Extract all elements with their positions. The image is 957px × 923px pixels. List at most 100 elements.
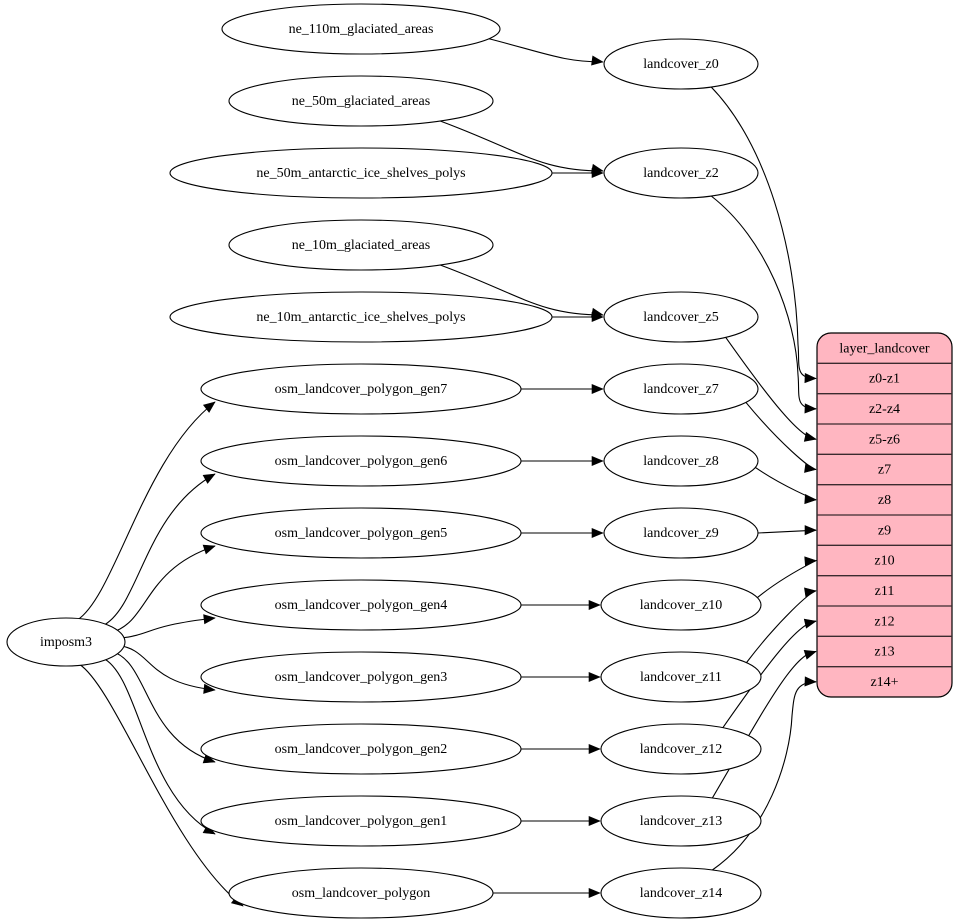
node-label: landcover_z8 bbox=[643, 454, 718, 469]
edge-arrowhead bbox=[804, 494, 817, 505]
node-landcover_z7[interactable]: landcover_z7 bbox=[603, 363, 759, 415]
edge-arrowhead bbox=[202, 401, 216, 413]
node-osm_landcover_polygon_gen6[interactable]: osm_landcover_polygon_gen6 bbox=[200, 435, 522, 487]
node-landcover_z14[interactable]: landcover_z14 bbox=[600, 867, 762, 919]
record-row-label: z10 bbox=[874, 554, 894, 569]
node-label: landcover_z10 bbox=[640, 598, 722, 613]
edge-arrowhead bbox=[588, 887, 601, 899]
node-osm_landcover_polygon_gen5[interactable]: osm_landcover_polygon_gen5 bbox=[200, 507, 522, 559]
edge-ne_50m_glaciated_areas-to-landcover_z2 bbox=[440, 120, 604, 172]
node-landcover_z13[interactable]: landcover_z13 bbox=[600, 795, 762, 847]
node-label: landcover_z12 bbox=[640, 742, 722, 757]
record-row-label: z7 bbox=[878, 463, 891, 478]
node-osm_landcover_polygon_gen2[interactable]: osm_landcover_polygon_gen2 bbox=[200, 723, 522, 775]
edge-imposm3-to-osm_landcover_polygon_gen7 bbox=[77, 401, 216, 621]
node-label: osm_landcover_polygon_gen5 bbox=[275, 526, 448, 541]
node-landcover_z5[interactable]: landcover_z5 bbox=[603, 291, 759, 343]
node-landcover_z2[interactable]: landcover_z2 bbox=[603, 147, 759, 199]
edge-arrowhead bbox=[202, 473, 216, 484]
nodes-layer: imposm3 ne_110m_glaciated_areas ne_50m_gla… bbox=[6, 3, 762, 919]
mid-node-ellipse bbox=[600, 867, 762, 919]
edge-arrowhead bbox=[588, 743, 601, 755]
edge-imposm3-to-osm_landcover_polygon_gen5 bbox=[111, 545, 216, 633]
node-imposm3[interactable]: imposm3 bbox=[6, 617, 126, 667]
record-row-label: z0-z1 bbox=[869, 372, 900, 387]
edge-imposm3-to-osm_landcover_polygon_gen3 bbox=[115, 644, 216, 691]
node-ne_110m_glaciated_areas[interactable]: ne_110m_glaciated_areas bbox=[221, 3, 501, 55]
node-label: landcover_z11 bbox=[640, 670, 722, 685]
node-label: osm_landcover_polygon_gen2 bbox=[275, 742, 448, 757]
node-landcover_z10[interactable]: landcover_z10 bbox=[600, 579, 762, 631]
edge-imposm3-to-osm_landcover_polygon_gen1 bbox=[102, 657, 216, 835]
mid-node-ellipse bbox=[600, 795, 762, 847]
record-row-label: z11 bbox=[875, 584, 895, 599]
node-ne_50m_antarctic_ice_shelves_polys[interactable]: ne_50m_antarctic_ice_shelves_polys bbox=[169, 147, 553, 199]
edge-imposm3-to-osm_landcover_polygon_gen4 bbox=[115, 617, 216, 640]
node-label: osm_landcover_polygon_gen3 bbox=[275, 670, 448, 685]
node-label: landcover_z13 bbox=[640, 814, 722, 829]
node-ne_10m_glaciated_areas[interactable]: ne_10m_glaciated_areas bbox=[228, 219, 494, 271]
source-node-ellipse bbox=[200, 363, 522, 415]
node-landcover_z12[interactable]: landcover_z12 bbox=[600, 723, 762, 775]
node-landcover_z0[interactable]: landcover_z0 bbox=[603, 38, 759, 90]
source-node-ellipse bbox=[228, 219, 494, 271]
record-row-label: z9 bbox=[878, 523, 891, 538]
edge-landcover_z14-to-record-row-10 bbox=[712, 681, 817, 871]
mid-node-ellipse bbox=[600, 723, 762, 775]
mid-node-ellipse bbox=[603, 435, 759, 487]
node-osm_landcover_polygon_gen1[interactable]: osm_landcover_polygon_gen1 bbox=[200, 795, 522, 847]
source-node-ellipse bbox=[200, 579, 522, 631]
edge-arrowhead bbox=[591, 383, 604, 395]
record-node-layer: layer_landcoverz0-z1z2-z4z5-z6z7z8z9z10z… bbox=[816, 332, 953, 698]
node-label: osm_landcover_polygon_gen4 bbox=[275, 598, 448, 613]
node-label: osm_landcover_polygon_gen1 bbox=[275, 814, 448, 829]
source-node-ellipse bbox=[221, 3, 501, 55]
edge-arrowhead bbox=[203, 614, 216, 625]
edge-arrowhead bbox=[804, 525, 817, 536]
node-osm_landcover_polygon_gen3[interactable]: osm_landcover_polygon_gen3 bbox=[200, 651, 522, 703]
mid-node-ellipse bbox=[603, 291, 759, 343]
mid-node-ellipse bbox=[603, 363, 759, 415]
node-landcover_z11[interactable]: landcover_z11 bbox=[600, 651, 762, 703]
node-landcover_z9[interactable]: landcover_z9 bbox=[603, 507, 759, 559]
node-label: landcover_z14 bbox=[640, 886, 722, 901]
edge-ne_110m_glaciated_areas-to-landcover_z0 bbox=[488, 38, 604, 63]
record-node-layer-landcover[interactable]: layer_landcoverz0-z1z2-z4z5-z6z7z8z9z10z… bbox=[816, 332, 953, 698]
edge-arrowhead bbox=[803, 649, 817, 660]
edge-arrowhead bbox=[591, 55, 604, 66]
edge-imposm3-to-osm_landcover_polygon_gen2 bbox=[111, 650, 216, 763]
edge-arrowhead bbox=[588, 599, 601, 611]
node-ne_10m_antarctic_ice_shelves_polys[interactable]: ne_10m_antarctic_ice_shelves_polys bbox=[169, 291, 553, 343]
record-row-label: z2-z4 bbox=[869, 402, 900, 417]
node-label: osm_landcover_polygon_gen7 bbox=[275, 382, 448, 397]
edge-arrowhead bbox=[804, 373, 817, 384]
edge-arrowhead bbox=[591, 311, 604, 323]
node-osm_landcover_polygon_gen4[interactable]: osm_landcover_polygon_gen4 bbox=[200, 579, 522, 631]
mid-node-ellipse bbox=[600, 651, 762, 703]
node-label: ne_10m_glaciated_areas bbox=[292, 238, 430, 253]
source-node-ellipse bbox=[200, 507, 522, 559]
source-node-ellipse bbox=[200, 435, 522, 487]
record-row-label: z13 bbox=[874, 645, 894, 660]
node-label: ne_50m_antarctic_ice_shelves_polys bbox=[256, 166, 465, 181]
node-label: osm_landcover_polygon_gen6 bbox=[275, 454, 448, 469]
source-node-ellipse bbox=[6, 617, 126, 667]
source-node-ellipse bbox=[228, 75, 494, 127]
record-header-label: layer_landcover bbox=[839, 341, 930, 356]
edge-imposm3-to-osm_landcover_polygon bbox=[78, 663, 244, 907]
edge-arrowhead bbox=[803, 618, 817, 629]
edge-ne_10m_glaciated_areas-to-landcover_z5 bbox=[440, 264, 604, 316]
source-node-ellipse bbox=[200, 795, 522, 847]
node-label: landcover_z7 bbox=[643, 382, 718, 397]
edge-landcover_z2-to-record-row-1 bbox=[710, 195, 817, 410]
node-osm_landcover_polygon_gen7[interactable]: osm_landcover_polygon_gen7 bbox=[200, 363, 522, 415]
edge-arrowhead bbox=[203, 683, 216, 694]
node-landcover_z8[interactable]: landcover_z8 bbox=[603, 435, 759, 487]
source-node-ellipse bbox=[169, 147, 553, 199]
edge-arrowhead bbox=[804, 556, 817, 567]
edge-arrowhead bbox=[804, 587, 817, 598]
edge-arrowhead bbox=[202, 544, 216, 555]
node-ne_50m_glaciated_areas[interactable]: ne_50m_glaciated_areas bbox=[228, 75, 494, 127]
node-osm_landcover_polygon[interactable]: osm_landcover_polygon bbox=[228, 867, 494, 919]
